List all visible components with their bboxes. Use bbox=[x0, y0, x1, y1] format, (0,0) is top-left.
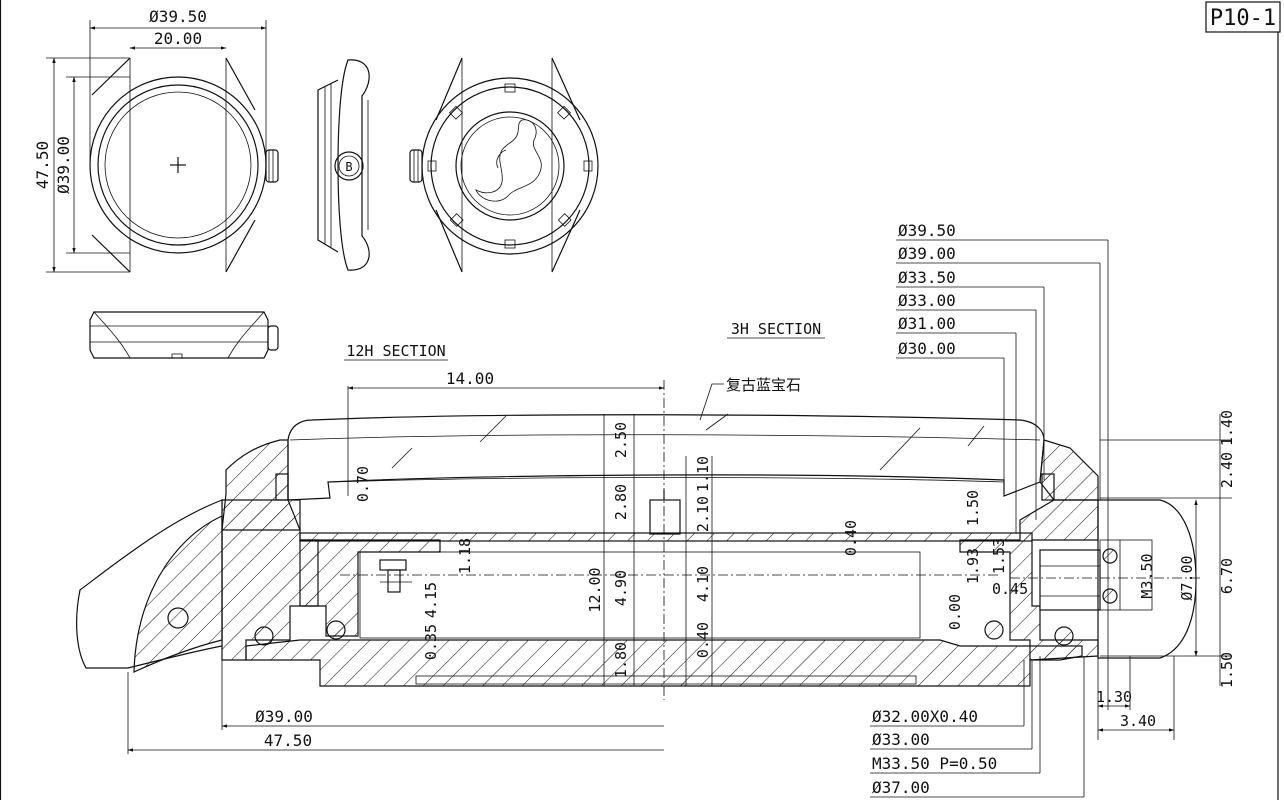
dim-bottom-33-00: Ø33.00 bbox=[872, 730, 930, 749]
dim-right-39-50: Ø39.50 bbox=[898, 221, 956, 240]
dim-3-40: 3.40 bbox=[1120, 712, 1156, 730]
dim-14: 14.00 bbox=[446, 369, 494, 388]
dim-0-40a: 0.40 bbox=[842, 520, 860, 556]
dim-r-2-40: 2.40 bbox=[1218, 452, 1236, 488]
label-12h-section: 12H SECTION bbox=[346, 342, 445, 360]
dim-right-30-00: Ø30.00 bbox=[898, 339, 956, 358]
profile-view bbox=[89, 311, 279, 359]
dim-inner-diameter: Ø39.00 bbox=[54, 136, 73, 194]
crystal bbox=[287, 414, 1045, 501]
dim-1-10: 1.10 bbox=[694, 456, 712, 492]
crown bbox=[265, 149, 279, 183]
dim-1-53: 1.53 bbox=[990, 538, 1008, 574]
dim-0-40b: 0.40 bbox=[694, 622, 712, 658]
section-dimensions: 14.00 0.70 2.50 2.80 12.00 4.90 1.80 1.1… bbox=[127, 369, 1236, 754]
dim-0-45: 0.45 bbox=[992, 580, 1028, 598]
dim-r-6-70: 6.70 bbox=[1218, 558, 1236, 594]
dim-12-00: 12.00 bbox=[586, 567, 604, 612]
dim-bottom-32-00: Ø32.00X0.40 bbox=[872, 707, 978, 726]
right-diameter-callouts: Ø39.50 Ø39.00 Ø33.50 Ø33.00 Ø31.00 Ø30.0… bbox=[896, 221, 1109, 710]
dim-1-93: 1.93 bbox=[964, 548, 982, 584]
dim-4-15: 4.15 bbox=[422, 582, 440, 618]
dim-1-30: 1.30 bbox=[1096, 688, 1132, 706]
side-view: B bbox=[317, 59, 370, 271]
crown-logo: B bbox=[345, 160, 352, 174]
dim-r-1-40: 1.40 bbox=[1218, 410, 1236, 446]
dim-right-33-00: Ø33.00 bbox=[898, 291, 956, 310]
dim-1-18: 1.18 bbox=[456, 538, 474, 574]
dim-4-10: 4.10 bbox=[694, 566, 712, 602]
dim-right-39-00: Ø39.00 bbox=[898, 244, 956, 263]
dim-lug-width: 20.00 bbox=[154, 29, 202, 48]
dim-0-70: 0.70 bbox=[354, 466, 372, 502]
case-section bbox=[76, 380, 1200, 700]
sheet-id-box bbox=[1205, 1, 1281, 33]
dim-4-90: 4.90 bbox=[612, 570, 630, 606]
front-view: Ø39.50 20.00 47.50 Ø39.00 bbox=[33, 7, 279, 273]
caseback-engraving-icon bbox=[475, 119, 542, 202]
sheet-id: P10-1 bbox=[1210, 6, 1276, 31]
dim-outer-diameter: Ø39.50 bbox=[149, 7, 207, 26]
dim-2-50: 2.50 bbox=[612, 422, 630, 458]
dim-2-10: 2.10 bbox=[694, 496, 712, 532]
back-view bbox=[409, 57, 599, 273]
dim-right-33-50: Ø33.50 bbox=[898, 268, 956, 287]
dim-lug-to-lug: 47.50 bbox=[33, 141, 52, 189]
label-crystal-note: 复古蓝宝石 bbox=[726, 376, 801, 394]
dim-0-00: 0.00 bbox=[946, 594, 964, 630]
dim-0-35: 0.35 bbox=[422, 624, 440, 660]
dim-1-50: 1.50 bbox=[964, 490, 982, 526]
dim-bottom-m33-50: M33.50 P=0.50 bbox=[872, 754, 997, 773]
dim-1-80: 1.80 bbox=[612, 642, 630, 678]
dim-m3-50: M3.50 bbox=[1138, 553, 1156, 598]
dim-bottom-37-00: Ø37.00 bbox=[872, 778, 930, 797]
dim-r-1-50: 1.50 bbox=[1218, 652, 1236, 688]
label-3h-section: 3H SECTION bbox=[731, 320, 821, 338]
dim-bottom-39: Ø39.00 bbox=[255, 707, 313, 726]
bottom-diameter-callouts: Ø32.00X0.40 Ø33.00 M33.50 P=0.50 Ø37.00 bbox=[870, 656, 1085, 798]
dim-7-00: Ø7.00 bbox=[1178, 555, 1196, 600]
dim-right-31-00: Ø31.00 bbox=[898, 314, 956, 333]
dim-2-80: 2.80 bbox=[612, 484, 630, 520]
dim-bottom-47-50: 47.50 bbox=[264, 731, 312, 750]
